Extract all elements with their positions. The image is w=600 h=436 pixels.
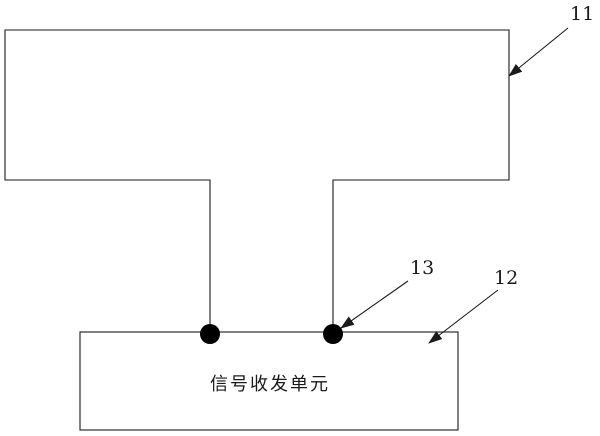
contact-point-left — [200, 324, 220, 344]
contact-point-right — [323, 324, 343, 344]
leader-arrow-13 — [340, 280, 409, 329]
signal-transceiver-unit-box — [79, 331, 459, 431]
leader-arrow-12 — [428, 289, 499, 344]
unit-box-label: 信号收发单元 — [210, 374, 330, 395]
reference-label-11: 11 — [570, 3, 594, 25]
reference-label-12: 12 — [494, 267, 518, 289]
reference-label-13: 13 — [410, 257, 434, 279]
leader-arrow-11 — [508, 27, 569, 77]
component-11-outline — [4, 29, 510, 333]
